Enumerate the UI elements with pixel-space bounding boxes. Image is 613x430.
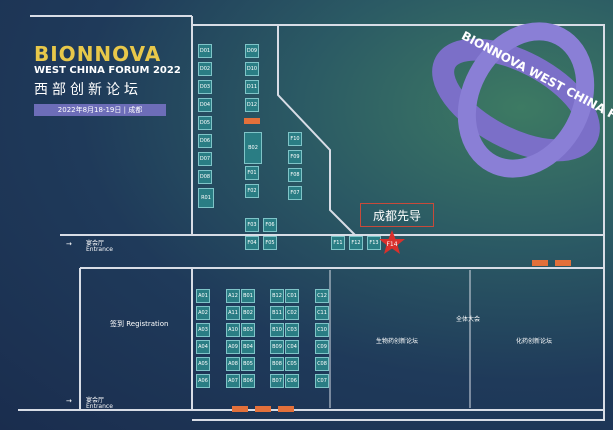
booth[interactable]: D07 — [198, 152, 212, 166]
entrance-arrow-icon: → — [66, 397, 72, 405]
booth[interactable]: A11 — [226, 306, 240, 320]
booth[interactable]: D08 — [198, 170, 212, 184]
biopharma-forum-label: 生物药创新论坛 — [376, 338, 419, 345]
booth[interactable]: F03 — [245, 218, 259, 232]
booth[interactable]: C01 — [285, 289, 299, 303]
orange-marker — [244, 118, 260, 124]
booth[interactable]: F04 — [245, 236, 259, 250]
booth[interactable]: C08 — [315, 357, 329, 371]
booth[interactable]: B02 — [241, 306, 255, 320]
booth[interactable]: C09 — [315, 340, 329, 354]
booth-r01[interactable]: R01 — [198, 188, 214, 208]
booth[interactable]: F01 — [245, 166, 259, 180]
booth[interactable]: F12 — [349, 236, 363, 250]
booth[interactable]: C04 — [285, 340, 299, 354]
highlight-star-icon[interactable]: F14 — [378, 229, 406, 255]
booth[interactable]: B04 — [241, 340, 255, 354]
booth[interactable]: C12 — [315, 289, 329, 303]
booth[interactable]: B06 — [241, 374, 255, 388]
booth[interactable]: A09 — [226, 340, 240, 354]
booth[interactable]: A06 — [196, 374, 210, 388]
highlight-booth-label: F14 — [386, 241, 397, 248]
booth[interactable]: D05 — [198, 116, 212, 130]
booth[interactable]: F09 — [288, 150, 302, 164]
orange-marker — [555, 260, 571, 266]
booth[interactable]: C06 — [285, 374, 299, 388]
booth[interactable]: A01 — [196, 289, 210, 303]
booth[interactable]: F06 — [263, 218, 277, 232]
booth[interactable]: A08 — [226, 357, 240, 371]
booth[interactable]: D06 — [198, 134, 212, 148]
booth[interactable]: D10 — [245, 62, 259, 76]
booth[interactable]: A07 — [226, 374, 240, 388]
entrance-label-top: Entrance — [86, 246, 113, 253]
booth[interactable]: A12 — [226, 289, 240, 303]
brand-logo: BIONNOVA — [34, 42, 162, 66]
orange-marker — [532, 260, 548, 266]
registration-area-label: 签到 Registration — [110, 320, 169, 328]
booth[interactable]: F08 — [288, 168, 302, 182]
booth[interactable]: D04 — [198, 98, 212, 112]
booth[interactable]: F07 — [288, 186, 302, 200]
booth[interactable]: C07 — [315, 374, 329, 388]
ribbon-ring-decoration — [432, 22, 600, 178]
entrance-label-bottom: Entrance — [86, 403, 113, 410]
booth[interactable]: B11 — [270, 306, 284, 320]
booth[interactable]: A02 — [196, 306, 210, 320]
booth[interactable]: F13 — [367, 236, 381, 250]
booth[interactable]: D01 — [198, 44, 212, 58]
booth[interactable]: A03 — [196, 323, 210, 337]
chemical-forum-label: 化药创新论坛 — [516, 338, 553, 345]
orange-marker — [278, 406, 294, 412]
entrance-arrow-icon: → — [66, 240, 72, 248]
event-date-bar: 2022年8月18-19日 | 成都 — [34, 104, 166, 116]
booth[interactable]: B09 — [270, 340, 284, 354]
booth[interactable]: F10 — [288, 132, 302, 146]
booth[interactable]: C03 — [285, 323, 299, 337]
booth[interactable]: D03 — [198, 80, 212, 94]
booth[interactable]: F02 — [245, 184, 259, 198]
booth[interactable]: B05 — [241, 357, 255, 371]
booth[interactable]: F05 — [263, 236, 277, 250]
booth[interactable]: C10 — [315, 323, 329, 337]
booth[interactable]: B08 — [270, 357, 284, 371]
booth[interactable]: C05 — [285, 357, 299, 371]
booth[interactable]: A04 — [196, 340, 210, 354]
booth[interactable]: C11 — [315, 306, 329, 320]
plenary-label: 全体大会 — [456, 316, 481, 323]
booth[interactable]: D02 — [198, 62, 212, 76]
orange-marker — [232, 406, 248, 412]
booth[interactable]: B03 — [241, 323, 255, 337]
forum-subtitle: WEST CHINA FORUM 2022 — [34, 65, 181, 76]
booth[interactable]: B12 — [270, 289, 284, 303]
orange-marker — [255, 406, 271, 412]
booth[interactable]: D09 — [245, 44, 259, 58]
highlight-exhibitor-label: 成都先导 — [360, 203, 434, 227]
booth[interactable]: D12 — [245, 98, 259, 112]
booth[interactable]: C02 — [285, 306, 299, 320]
booth[interactable]: A05 — [196, 357, 210, 371]
booth[interactable]: F11 — [331, 236, 345, 250]
booth-b02-upper[interactable]: B02 — [244, 132, 262, 164]
booth[interactable]: B10 — [270, 323, 284, 337]
booth[interactable]: B07 — [270, 374, 284, 388]
booth[interactable]: D11 — [245, 80, 259, 94]
booth[interactable]: B01 — [241, 289, 255, 303]
forum-chinese-title: 西部创新论坛 — [34, 82, 142, 98]
banquet-label-bottom: 宴会厅 — [86, 397, 105, 404]
booth[interactable]: A10 — [226, 323, 240, 337]
banquet-label-top: 宴会厅 — [86, 240, 105, 247]
